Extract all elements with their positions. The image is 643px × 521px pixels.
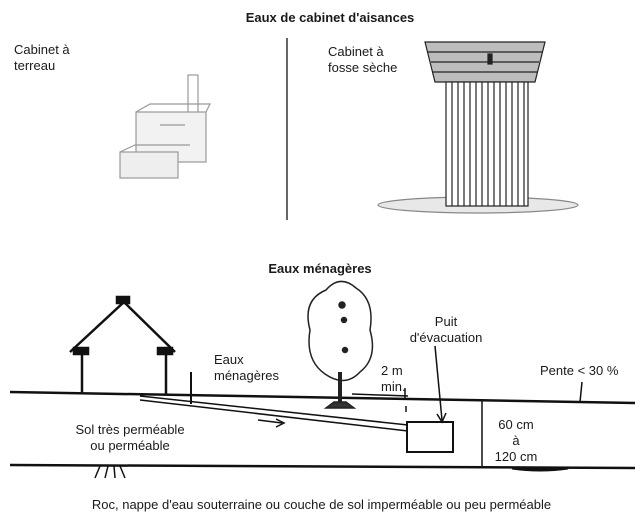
tree-illustration — [307, 280, 374, 409]
depth-label: 60 cm à 120 cm — [494, 417, 538, 464]
composting-toilet-illustration — [119, 74, 211, 179]
slope-label: Pente < 30 % — [540, 363, 619, 378]
soil-label: Sol très perméable ou perméable — [75, 422, 185, 453]
dry-well-label: Puit d'évacuation — [409, 314, 483, 345]
outhouse-illustration — [377, 41, 579, 214]
bedrock-caption: Roc, nappe d'eau souterraine ou couche d… — [91, 497, 552, 512]
dry-pit-toilet-label: Cabinet à fosse sèche — [328, 44, 398, 75]
distance-marker — [351, 388, 409, 412]
bedrock-line — [9, 463, 636, 470]
depth-marker — [481, 381, 583, 472]
drain-pipe — [139, 395, 409, 432]
composting-toilet-label: Cabinet à terreau — [14, 42, 70, 73]
top-section-title: Eaux de cabinet d'aisances — [245, 10, 415, 25]
bottom-section-title: Eaux ménagères — [268, 261, 372, 276]
house-illustration — [69, 295, 176, 394]
distance-label: 2 m min. — [381, 363, 406, 394]
dry-well — [406, 345, 454, 453]
grass-tuft — [94, 465, 126, 479]
greywater-label: Eaux ménagères — [214, 352, 280, 383]
ground-surface-line — [9, 390, 636, 405]
